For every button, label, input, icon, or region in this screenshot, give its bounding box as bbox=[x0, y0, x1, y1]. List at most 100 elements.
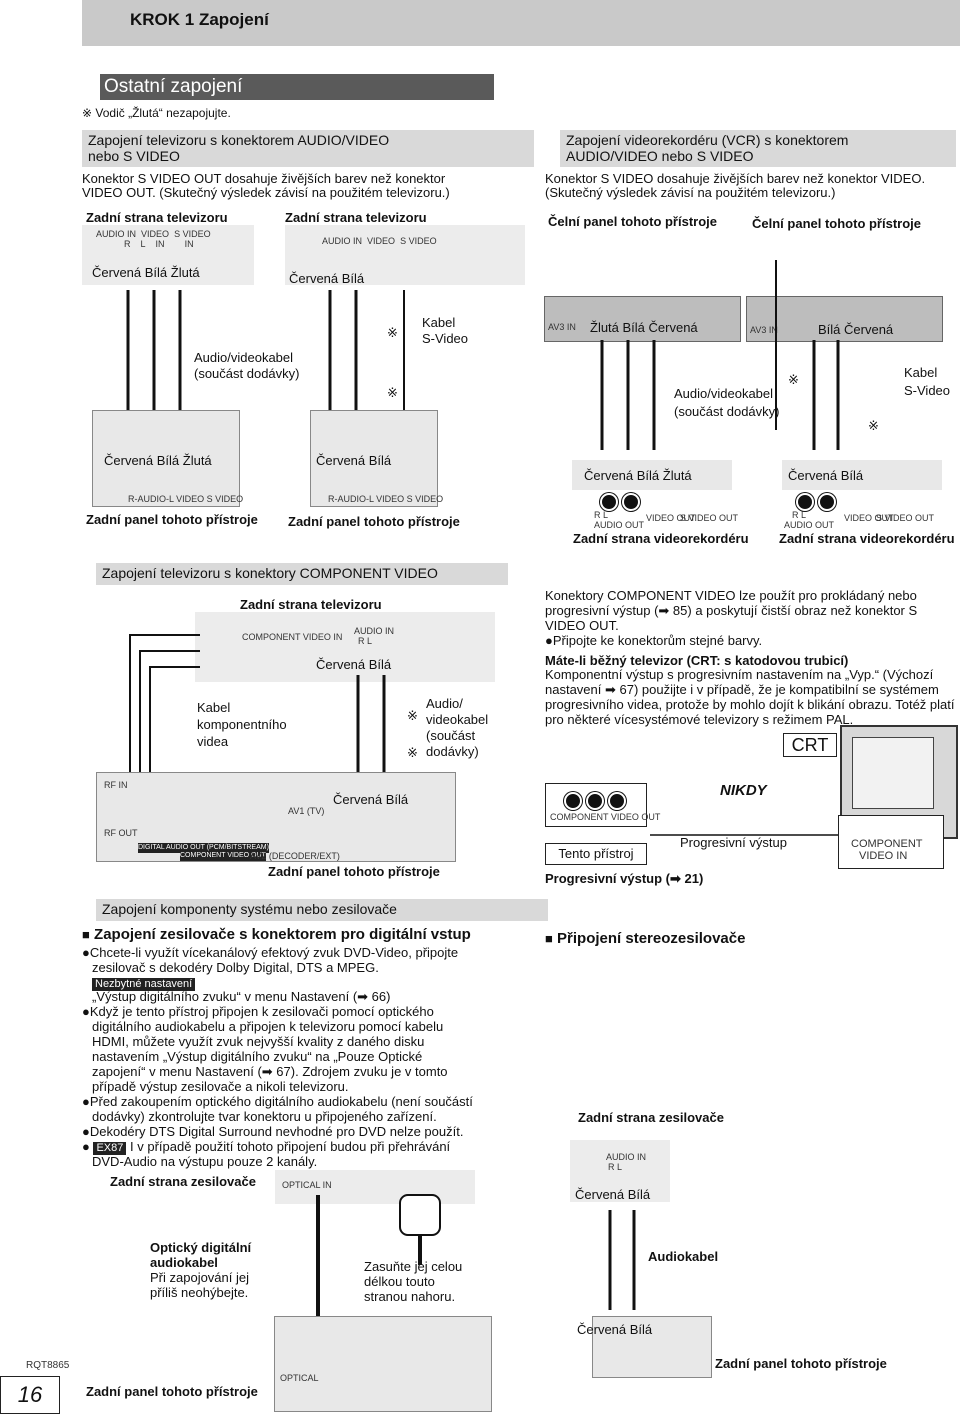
component-audio-in-label: AUDIO IN bbox=[354, 626, 395, 636]
amp-b1-1: ●Chcete-li využít vícekanálový efektový … bbox=[82, 945, 459, 960]
component-video-out-label: COMPONENT VIDEO OUT bbox=[180, 851, 266, 861]
comp-asterisk-1: ※ bbox=[407, 708, 418, 723]
stereo-title: ■ Připojení stereozesilovače bbox=[545, 930, 746, 947]
vcr-svideo-cable-2: S-Video bbox=[904, 383, 951, 398]
vcr-front-colors-right: Bílá Červená bbox=[818, 322, 894, 337]
amp-b2-2: digitálního audiokabelu a připojen k tel… bbox=[92, 1019, 444, 1034]
stereo-amp-back: Zadní strana zesilovače bbox=[578, 1110, 724, 1125]
vcr-desc1: Konektor S VIDEO dosahuje živějších bare… bbox=[545, 171, 926, 186]
av3-in-left: AV3 IN bbox=[548, 322, 576, 332]
unit-panel-right bbox=[310, 410, 438, 507]
amp-unit-panel bbox=[274, 1316, 492, 1412]
insert-1: Zasuňte jej celou bbox=[364, 1259, 463, 1274]
vcr-rl-left: R L bbox=[594, 510, 609, 520]
vcr-back-label-left: Zadní strana videorekordéru bbox=[573, 531, 749, 546]
amp-optical-panel bbox=[275, 1170, 475, 1204]
unit-right-jacks: R-AUDIO-L VIDEO S VIDEO bbox=[328, 494, 444, 504]
av3-in-right: AV3 IN bbox=[750, 325, 778, 335]
vcr-audio-jack-l bbox=[622, 493, 640, 511]
vcr-audio-out-left: AUDIO OUT bbox=[594, 520, 645, 530]
vcr-svideo-out-right: S VIDEO OUT bbox=[876, 513, 935, 523]
digital-title: ■ Zapojení zesilovače s konektorem pro d… bbox=[82, 926, 471, 943]
crt-title: Máte-li běžný televizor (CRT: s katodovo… bbox=[545, 653, 849, 668]
vcr-av-cable-2: (součást dodávky) bbox=[674, 404, 780, 419]
component-heading: Zapojení televizoru s konektory COMPONEN… bbox=[96, 563, 508, 585]
crt-label-box: CRT bbox=[783, 733, 837, 757]
tv-left-audio-label: AUDIO IN VIDEO S VIDEO bbox=[96, 229, 211, 239]
tv-svideo-desc2: VIDEO OUT. (Skutečný výsledek závisí na … bbox=[82, 185, 450, 200]
component-colors-bottom: Červená Bílá bbox=[333, 792, 409, 807]
component-tv-back: Zadní strana televizoru bbox=[240, 597, 382, 612]
doc-code: RQT8865 bbox=[26, 1360, 70, 1371]
vcr-back-panel-right bbox=[782, 460, 942, 490]
tv-left-rl-label: R L IN IN bbox=[124, 239, 194, 249]
comp-video-out-small: COMPONENT VIDEO OUT bbox=[550, 812, 661, 822]
vcr-video-out-left: VIDEO OUT bbox=[646, 513, 696, 523]
vcr-heading: Zapojení videorekordéru (VCR) s konektor… bbox=[560, 130, 956, 167]
progressive-arrow bbox=[650, 834, 840, 836]
amp-back-label: Zadní strana zesilovače bbox=[110, 1174, 256, 1189]
vcr-video-out-right: VIDEO OUT bbox=[844, 513, 894, 523]
insert-2: délkou touto bbox=[364, 1274, 435, 1289]
amp-b3-1: ●Před zakoupením optického digitálního a… bbox=[82, 1094, 473, 1109]
this-unit-box: COMPONENT VIDEO OUT bbox=[545, 783, 660, 827]
comp-av-1: Audio/ bbox=[426, 696, 463, 711]
vcr-desc2: (Skutečný výsledek závisí na použitém te… bbox=[545, 185, 836, 200]
optical-in-label: OPTICAL IN bbox=[282, 1180, 332, 1190]
component-rear-panel: Zadní panel tohoto přístroje bbox=[268, 864, 440, 879]
comp-video-in-box: COMPONENT VIDEO IN bbox=[838, 815, 944, 869]
amp-rear-panel: Zadní panel tohoto přístroje bbox=[86, 1384, 258, 1399]
amp-b2-3: HDMI, můžete využít zvuk nejvyšší kvalit… bbox=[92, 1034, 425, 1049]
tv-panel-right bbox=[285, 225, 525, 285]
vcr-audio-jack-r bbox=[600, 493, 618, 511]
amp-b5-1: ● EX87 I v případě použití tohoto připoj… bbox=[82, 1139, 451, 1155]
stereo-colors-top: Červená Bílá bbox=[575, 1187, 651, 1202]
rear-panel-left-label: Zadní panel tohoto přístroje bbox=[86, 512, 258, 527]
svideo-cable-label-1: Kabel bbox=[422, 315, 456, 330]
comp-cable-2: komponentního bbox=[197, 717, 287, 732]
tv-back-right-label: Zadní strana televizoru bbox=[285, 210, 427, 225]
optical-small-label: OPTICAL bbox=[280, 1373, 319, 1383]
optical-cable-4: příliš neohýbejte. bbox=[150, 1285, 249, 1300]
comp-cable-1: Kabel bbox=[197, 700, 231, 715]
vcr-av-cable-1: Audio/videokabel bbox=[674, 386, 774, 401]
unit-right-colors: Červená Bílá bbox=[316, 453, 392, 468]
component-tv-panel bbox=[195, 612, 495, 682]
vcr-front-left-label: Čelní panel tohoto přístroje bbox=[548, 214, 718, 229]
never-label: NIKDY bbox=[720, 782, 767, 799]
vcr-back-label-right: Zadní strana videorekordéru bbox=[779, 531, 955, 546]
header-bar bbox=[82, 0, 960, 46]
vcr-back-colors-right: Červená Bílá bbox=[788, 468, 864, 483]
tv-right-colors: Červená Bílá bbox=[289, 271, 365, 286]
component-rl-label: R L bbox=[358, 636, 373, 646]
page-number: 16 bbox=[0, 1376, 60, 1414]
optical-cable-2: audiokabel bbox=[150, 1255, 218, 1270]
amp-b2-1: ●Když je tento přístroj připojen k zesil… bbox=[82, 1004, 434, 1019]
audio-cable bbox=[608, 1210, 636, 1310]
unit-left-colors: Červená Bílá Žlutá bbox=[104, 453, 212, 468]
asterisk-mark-1: ※ bbox=[387, 325, 398, 340]
asterisk-note: ※ Vodič „Žlutá“ nezapojujte. bbox=[82, 106, 231, 120]
audio-cable-label: Audiokabel bbox=[648, 1249, 719, 1264]
rf-out-label: RF OUT bbox=[104, 828, 138, 838]
vcr-front-panel-left bbox=[544, 296, 741, 342]
vcr-rl-right: R L bbox=[792, 510, 807, 520]
stereo-unit-panel bbox=[592, 1316, 712, 1378]
component-video-in-label: COMPONENT VIDEO IN bbox=[242, 632, 343, 642]
header-title: KROK 1 Zapojení bbox=[130, 10, 269, 29]
amp-b5-2: DVD-Audio na výstupu pouze 2 kanály. bbox=[92, 1154, 318, 1169]
stereo-colors-bottom: Červená Bílá bbox=[577, 1322, 653, 1337]
comp-info-3: VIDEO OUT. bbox=[545, 618, 619, 633]
vcr-front-panel-right bbox=[746, 296, 943, 342]
amp-b2-4: nastavením „Výstup digitálního zvuku“ na… bbox=[92, 1049, 423, 1064]
av2-label: AV2 (DECODER/EXT) bbox=[250, 851, 340, 861]
comp-cable-3: videa bbox=[197, 734, 229, 749]
av-cable-label-1: Audio/videokabel bbox=[194, 350, 294, 365]
component-colors-top: Červená Bílá bbox=[316, 657, 392, 672]
amp-b2-5: zapojení“ v menu Nastavení (➡ 67). Zdroj… bbox=[92, 1064, 448, 1079]
comp-info-1: Konektory COMPONENT VIDEO lze použít pro… bbox=[545, 588, 917, 603]
optical-cable-3: Při zapojování jej bbox=[150, 1270, 249, 1285]
tv-right-audio-label: AUDIO IN VIDEO S VIDEO bbox=[322, 236, 437, 246]
vcr-asterisk-1: ※ bbox=[788, 372, 799, 387]
comp-info-2: progresivní výstup (➡ 85) a poskytují či… bbox=[545, 603, 918, 618]
